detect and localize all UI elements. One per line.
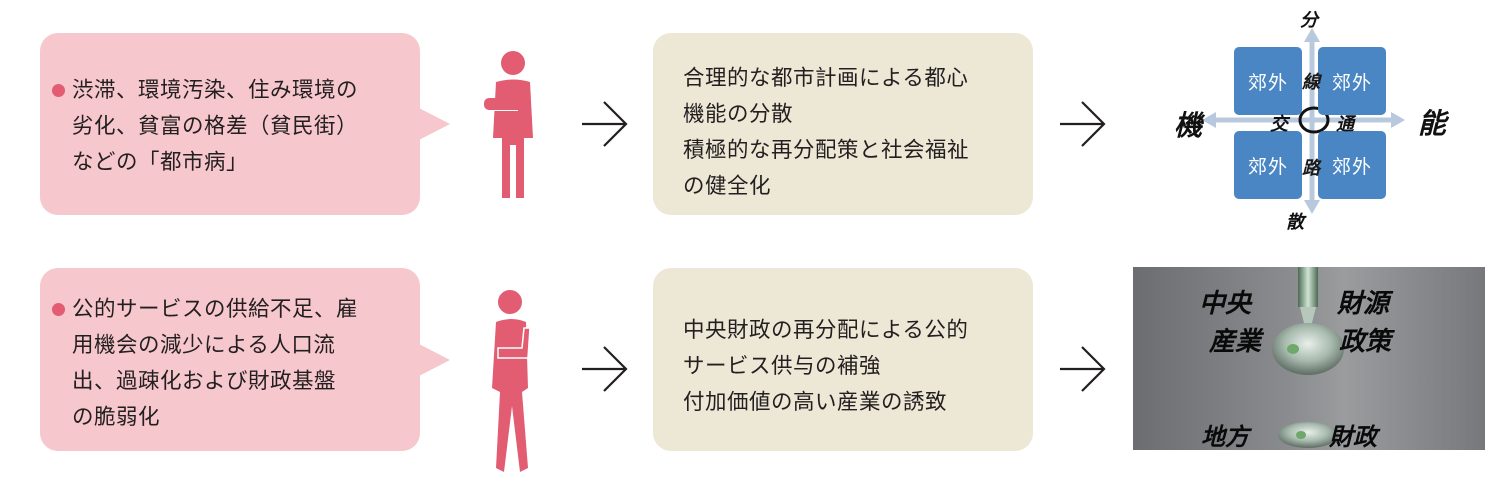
hand-label-vertical-lower: 路 xyxy=(1302,158,1320,179)
suburb-cell: 郊外 xyxy=(1234,131,1302,199)
water-drop-photo: 中央 産業 財源 政策 地方 財政 xyxy=(1133,267,1485,450)
solution-box-rural: 中央財政の再分配による公的 サービス供与の補強 付加価値の高い産業の誘致 xyxy=(653,268,1033,451)
problem-text: 公的サービスの供給不足、雇 用機会の減少による人口流 出、過疎化および財政基盤 … xyxy=(52,292,400,436)
person-head xyxy=(498,290,522,314)
hand-label-left: 機 xyxy=(1174,109,1203,142)
problem-text-content: 公的サービスの供給不足、雇 用機会の減少による人口流 出、過疎化および財政基盤 … xyxy=(72,297,359,430)
person-body xyxy=(493,79,533,198)
row-rural-issues: 公的サービスの供給不足、雇 用機会の減少による人口流 出、過疎化および財政基盤 … xyxy=(0,250,1508,485)
hand-label-vertical-upper: 線 xyxy=(1302,72,1320,93)
axis-arrows xyxy=(1202,28,1405,214)
problem-box-urban: 渋滞、環境汚染、住み環境の 劣化、貧富の格差（貧民街） などの「都市病」 xyxy=(40,33,450,215)
hand-label-bottom: 散 xyxy=(1286,212,1304,233)
photo-label-top-left-1: 中央 xyxy=(1199,289,1252,319)
solution-text: 中央財政の再分配による公的 サービス供与の補強 付加価値の高い産業の誘致 xyxy=(683,318,969,415)
arrow-right-icon xyxy=(1060,346,1106,392)
problem-text-content: 渋滞、環境汚染、住み環境の 劣化、貧富の格差（貧民街） などの「都市病」 xyxy=(72,78,359,175)
suburb-cell: 郊外 xyxy=(1318,131,1386,199)
photo-label-top-right-2: 政策 xyxy=(1339,327,1392,357)
person-head xyxy=(501,51,525,75)
suburb-cell: 郊外 xyxy=(1318,47,1386,115)
problem-text: 渋滞、環境汚染、住み環境の 劣化、貧富の格差（貧民街） などの「都市病」 xyxy=(52,73,400,181)
bullet-dot xyxy=(52,303,65,316)
photo-label-bottom-left: 地方 xyxy=(1201,422,1249,450)
thinking-person-icon xyxy=(492,290,531,472)
suburb-grid-figure: 郊外 郊外 郊外 郊外 分 散 機 能 交 通 線 路 xyxy=(1150,0,1470,240)
row-urban-issues: 渋滞、環境汚染、住み環境の 劣化、貧富の格差（貧民街） などの「都市病」 合理的… xyxy=(0,0,1508,240)
suburb-cell: 郊外 xyxy=(1234,47,1302,115)
water-drop-illustration xyxy=(1272,267,1344,448)
solution-box-urban: 合理的な都市計画による都心 機能の分散 積極的な再分配策と社会福祉 の健全化 xyxy=(653,33,1033,215)
hand-label-right: 能 xyxy=(1418,107,1447,140)
arrow-right-icon xyxy=(582,101,628,147)
arrow-right-icon xyxy=(1060,101,1106,147)
problem-box-rural: 公的サービスの供給不足、雇 用機会の減少による人口流 出、過疎化および財政基盤 … xyxy=(40,268,450,451)
thinking-person-icon xyxy=(484,51,533,198)
solution-text: 合理的な都市計画による都心 機能の分散 積極的な再分配策と社会福祉 の健全化 xyxy=(683,66,970,199)
arrow-right-icon xyxy=(582,346,628,392)
bullet-dot xyxy=(52,84,65,97)
person-arm xyxy=(484,98,524,110)
photo-label-top-left-2: 産業 xyxy=(1209,327,1262,357)
hand-label-center-left: 交 xyxy=(1270,114,1288,135)
photo-label-top-right-1: 財源 xyxy=(1337,289,1390,319)
hand-label-top: 分 xyxy=(1300,10,1318,31)
photo-label-bottom-right: 財政 xyxy=(1329,422,1377,450)
person-arm xyxy=(497,327,531,359)
hand-label-center-right: 通 xyxy=(1336,114,1354,135)
